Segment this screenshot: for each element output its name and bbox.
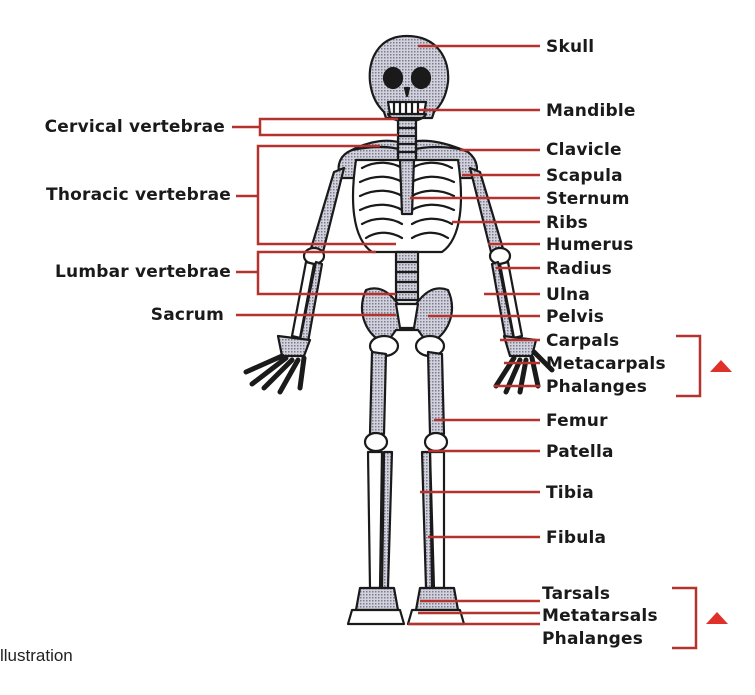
label-carpals: Carpals [546,331,620,351]
label-pelvis: Pelvis [546,307,605,327]
label-sternum: Sternum [546,189,630,209]
label-skull: Skull [546,37,595,57]
skull-bone [368,34,450,123]
label-ribs: Ribs [546,213,589,233]
label-clavicle: Clavicle [546,140,622,160]
label-metacarpals: Metacarpals [546,354,666,374]
leader-lumbar [256,250,396,296]
rib-cage [351,158,463,254]
label-phalanges-foot: Phalanges [542,629,644,649]
label-scapula: Scapula [546,166,623,186]
triangle-up-icon [706,612,728,624]
triangle-up-icon [710,360,732,372]
spine [394,118,420,302]
label-humerus: Humerus [546,235,634,255]
label-lumbar-vertebrae: Lumbar vertebrae [55,262,231,282]
leader-cervical [258,117,398,137]
leader-thoracic [256,144,396,246]
label-phalanges-hand: Phalanges [546,377,648,397]
left-arm [243,166,346,395]
label-femur: Femur [546,411,608,431]
label-cervical-vertebrae: Cervical vertebrae [44,117,225,137]
label-metatarsals: Metatarsals [542,606,658,626]
label-radius: Radius [546,259,612,279]
caption-text: llustration [0,646,73,665]
pelvis-bone [361,287,453,358]
right-arm [468,166,555,395]
right-leg [406,350,466,626]
label-patella: Patella [546,442,614,462]
label-mandible: Mandible [546,101,636,121]
label-fibula: Fibula [546,528,607,548]
leader-lines [232,44,702,650]
left-leg [346,350,406,626]
hand-group-bracket [676,334,702,398]
label-tibia: Tibia [546,483,594,503]
label-ulna: Ulna [546,285,591,305]
label-thoracic-vertebrae: Thoracic vertebrae [46,185,231,205]
label-tarsals: Tarsals [542,584,611,604]
foot-group-bracket [672,586,698,650]
label-sacrum: Sacrum [150,305,224,325]
